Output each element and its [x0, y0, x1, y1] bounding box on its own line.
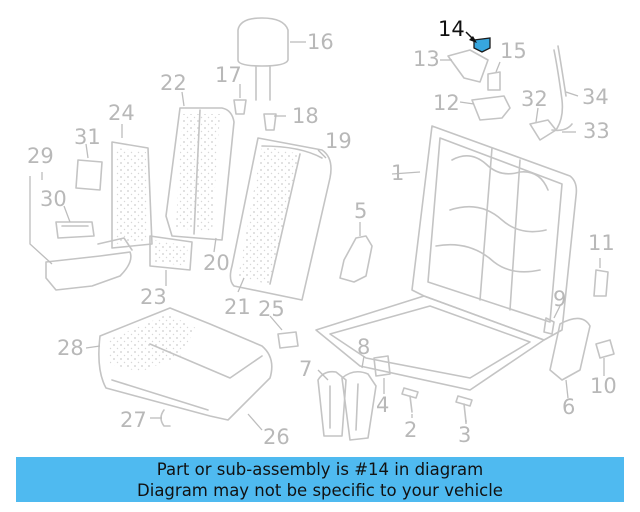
callout-28: 28 [57, 336, 84, 360]
callout-31: 31 [74, 125, 101, 149]
callout-15: 15 [500, 39, 527, 63]
callout-17: 17 [215, 63, 242, 87]
cap-part [373, 355, 391, 377]
callout-18: 18 [292, 104, 319, 128]
callout-2: 2 [404, 418, 417, 442]
callout-9: 9 [553, 287, 566, 311]
highlight-arrowhead [469, 36, 477, 43]
notice-banner: Part or sub-assembly is #14 in diagram D… [16, 457, 624, 502]
bolt-part [401, 387, 473, 423]
callout-20: 20 [203, 251, 230, 275]
bracket-part [149, 235, 193, 271]
headrest-guide-part [233, 99, 277, 131]
banner-line-disclaimer: Diagram may not be specific to your vehi… [137, 480, 503, 500]
release-cable-part [529, 45, 573, 141]
seat-frame-part [315, 125, 578, 391]
callout-13: 13 [413, 47, 440, 71]
callout-14-highlighted: 14 [438, 17, 465, 41]
callout-labels: 1 2 3 4 5 6 7 8 9 10 11 12 13 14 15 16 1… [27, 17, 617, 449]
callout-32: 32 [521, 87, 548, 111]
banner-line-part: Part or sub-assembly is #14 in diagram [156, 459, 484, 479]
pad-part [593, 269, 609, 297]
callout-33: 33 [583, 119, 610, 143]
callout-19: 19 [325, 129, 352, 153]
callout-8: 8 [357, 335, 370, 359]
callout-27: 27 [120, 408, 147, 432]
callout-10: 10 [590, 374, 617, 398]
backrest-cover-part [229, 137, 332, 301]
armrest-panel-part [75, 141, 153, 249]
side-trim-part [549, 317, 591, 381]
callout-3: 3 [458, 423, 471, 447]
callout-11: 11 [588, 231, 615, 255]
callout-21: 21 [224, 295, 251, 319]
callout-7: 7 [299, 357, 312, 381]
headrest-part [237, 17, 289, 101]
callout-4: 4 [376, 393, 389, 417]
callout-22: 22 [160, 71, 187, 95]
seat-cushion-part [98, 307, 273, 421]
spacer-part [487, 71, 501, 91]
leader-lines [29, 41, 605, 431]
callout-6: 6 [562, 395, 575, 419]
callout-23: 23 [140, 285, 167, 309]
callout-5: 5 [354, 199, 367, 223]
callout-1: 1 [391, 161, 404, 185]
latch-bezel-part [447, 49, 489, 83]
backrest-pad-part [165, 107, 235, 241]
callout-26: 26 [263, 425, 290, 449]
armrest-part [45, 221, 133, 291]
knob-part [595, 339, 615, 359]
clip-part [277, 331, 299, 349]
hinge-cover-part [317, 370, 377, 441]
callout-24: 24 [108, 101, 135, 125]
latch-cover-part [471, 95, 511, 121]
pin-part [543, 317, 555, 335]
callout-16: 16 [307, 30, 334, 54]
retainer-clip-part [160, 409, 171, 427]
callout-29: 29 [27, 144, 54, 168]
callout-30: 30 [40, 187, 67, 211]
callout-25: 25 [258, 297, 285, 321]
callout-12: 12 [433, 91, 460, 115]
hinge-bracket-part [339, 235, 373, 283]
callout-34: 34 [582, 85, 609, 109]
highlighted-part-14 [473, 37, 491, 53]
